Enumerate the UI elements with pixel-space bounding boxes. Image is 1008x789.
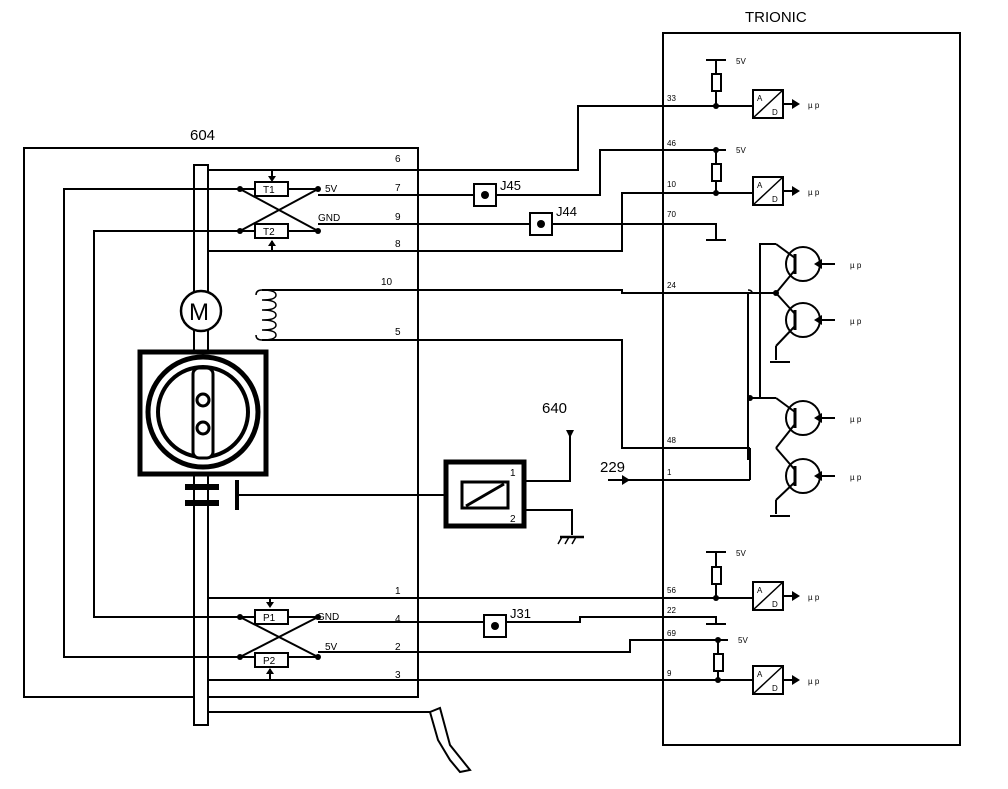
ad10-5v: 5V [736, 146, 746, 155]
mpin-3: 3 [395, 670, 401, 681]
module-title: 604 [190, 127, 215, 144]
mpin-10: 10 [381, 277, 393, 288]
mpin-8: 8 [395, 239, 401, 250]
mpin-5: 5 [395, 327, 401, 338]
accelerator-pedal [428, 706, 472, 774]
coil [255, 289, 418, 341]
trionic-ecu: TRIONIC [662, 9, 961, 746]
tpin-46: 46 [667, 139, 676, 148]
ad-channel-10: 5V A D µ p [711, 146, 820, 206]
t1-label: T1 [263, 185, 275, 196]
tpin-24: 24 [667, 281, 676, 290]
tpin-22: 22 [667, 606, 676, 615]
ad9-d: D [772, 684, 778, 693]
j44-label: J44 [556, 204, 577, 219]
module-604: 604 [23, 127, 419, 698]
ad9-5v: 5V [738, 636, 748, 645]
ad33-5v: 5V [736, 57, 746, 66]
relay-pin-1: 1 [510, 468, 516, 479]
trionic-pin-labels: 33 46 10 70 24 48 1 56 22 69 9 [667, 94, 676, 678]
mpin-4: 4 [395, 614, 401, 625]
ad33-mp: µ p [808, 101, 820, 110]
ad10-mp: µ p [808, 188, 820, 197]
q4-mp: µ p [850, 473, 862, 482]
ad10-a: A [757, 181, 763, 190]
tpin-56: 56 [667, 586, 676, 595]
q1-mp: µ p [850, 261, 862, 270]
ad10-d: D [772, 195, 778, 204]
ref-640: 640 [542, 400, 567, 417]
tpin-10: 10 [667, 180, 676, 189]
tpin-9: 9 [667, 669, 672, 678]
tpin-1: 1 [667, 468, 672, 477]
motor-symbol: M [179, 289, 223, 333]
ad-channel-33: 5V A D µ p [706, 57, 820, 119]
q3-mp: µ p [850, 415, 862, 424]
module-box [23, 147, 419, 698]
mpin-6: 6 [395, 154, 401, 165]
mpin-7: 7 [395, 183, 401, 194]
j31-label: J31 [510, 606, 531, 621]
clutch-symbol [185, 480, 458, 510]
trionic-box [662, 32, 961, 746]
ad56-d: D [772, 600, 778, 609]
connector-j44: J44 [529, 204, 577, 236]
motor-label: M [189, 299, 209, 326]
tpin-48: 48 [667, 436, 676, 445]
tpin-33: 33 [667, 94, 676, 103]
ad56-mp: µ p [808, 593, 820, 602]
connector-j45: J45 [473, 178, 521, 207]
tpin-70: 70 [667, 210, 676, 219]
module-pin-labels: 6 7 9 8 10 5 1 4 2 3 [381, 154, 401, 681]
t2-label: T2 [263, 227, 275, 238]
sensor-p: P1 P2 GND 5V [208, 597, 339, 681]
relay-pin-2: 2 [510, 514, 516, 525]
ad56-5v: 5V [736, 549, 746, 558]
mpin-2: 2 [395, 642, 401, 653]
q2-mp: µ p [850, 317, 862, 326]
p2-label: P2 [263, 656, 276, 667]
ad33-d: D [772, 108, 778, 117]
trionic-title: TRIONIC [745, 9, 807, 26]
t-gnd-label: GND [318, 213, 340, 224]
mpin-9: 9 [395, 212, 401, 223]
ad9-mp: µ p [808, 677, 820, 686]
p1-label: P1 [263, 613, 276, 624]
j45-label: J45 [500, 178, 521, 193]
throttle-body [137, 349, 269, 477]
ad33-a: A [757, 94, 763, 103]
p-5v-label: 5V [325, 642, 338, 653]
t-5v-label: 5V [325, 184, 338, 195]
connector-j31: J31 [483, 606, 531, 638]
solenoid-valve: 1 2 640 [443, 400, 584, 545]
p-gnd-label: GND [317, 612, 339, 623]
wiring-harness: 229 [208, 105, 750, 713]
transistor-bridge: µ p µ p µ p µ p [747, 243, 862, 517]
ref-229: 229 [600, 459, 625, 476]
ad-channel-9: 5V A D µ p [713, 636, 820, 695]
ad9-a: A [757, 670, 763, 679]
tpin-69: 69 [667, 629, 676, 638]
mpin-1: 1 [395, 586, 401, 597]
ad56-a: A [757, 586, 763, 595]
ad-channel-56: 5V A D µ p [706, 549, 820, 611]
